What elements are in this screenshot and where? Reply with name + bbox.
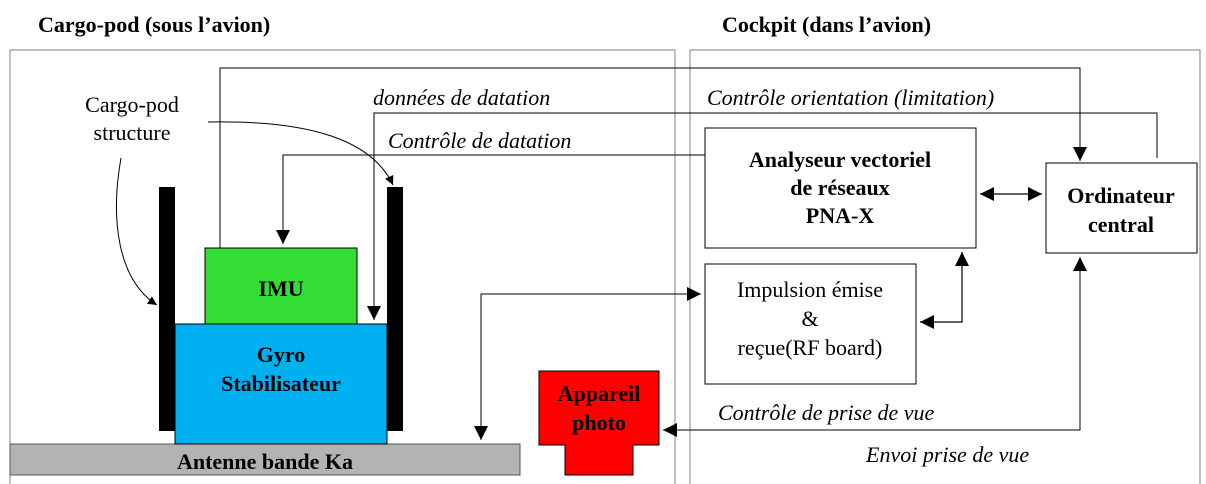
ordinateur-central-block <box>1045 162 1198 254</box>
pna-label-line2: de réseaux <box>790 175 890 200</box>
appareil-label-line2: photo <box>572 410 626 435</box>
orientation-control-line <box>367 112 1158 320</box>
structure-label-line2: structure <box>94 120 171 145</box>
envoi-prise-vue-label: Envoi prise de vue <box>865 442 1029 467</box>
donnees-datation-label: données de datation <box>373 85 550 110</box>
controle-orientation-label: Contrôle orientation (limitation) <box>707 85 994 110</box>
pna-label-line1: Analyseur vectoriel <box>749 147 931 172</box>
structure-label-line1: Cargo-pod <box>85 92 179 117</box>
ordinateur-appareil-link <box>663 257 1087 437</box>
gyro-label-line2: Stabilisateur <box>221 371 341 396</box>
antenne-label: Antenne bande Ka <box>177 449 353 474</box>
cockpit-section-title: Cockpit (dans l’avion) <box>722 12 931 37</box>
imu-label: IMU <box>258 276 303 301</box>
structure-pointer-left <box>116 157 158 306</box>
ordinateur-label-line1: Ordinateur <box>1067 183 1175 208</box>
structure-bar-left <box>159 187 175 431</box>
cargo-pod-section-title: Cargo-pod (sous l’avion) <box>38 12 270 37</box>
gyro-label-line1: Gyro <box>257 342 305 367</box>
rf-label-line3: reçue(RF board) <box>738 335 883 360</box>
rf-label-line2: & <box>801 306 818 331</box>
antenne-block <box>9 443 521 476</box>
controle-datation-label: Contrôle de datation <box>388 128 571 153</box>
ordinateur-label-line2: central <box>1088 212 1154 237</box>
pna-label-line3: PNA-X <box>806 203 875 228</box>
pna-x-block <box>704 127 977 249</box>
antenne-rf-link <box>474 287 701 440</box>
rf-pna-link <box>920 252 969 329</box>
structure-pointer-right <box>207 121 394 186</box>
datation-control-line <box>276 154 705 244</box>
appareil-label-line1: Appareil <box>558 381 641 406</box>
imu-block <box>204 247 358 325</box>
structure-bar-right <box>387 187 403 431</box>
rf-label-line1: Impulsion émise <box>737 277 883 302</box>
controle-prise-vue-label: Contrôle de prise de vue <box>718 400 935 425</box>
imu-to-ordinateur-line <box>219 67 1087 248</box>
